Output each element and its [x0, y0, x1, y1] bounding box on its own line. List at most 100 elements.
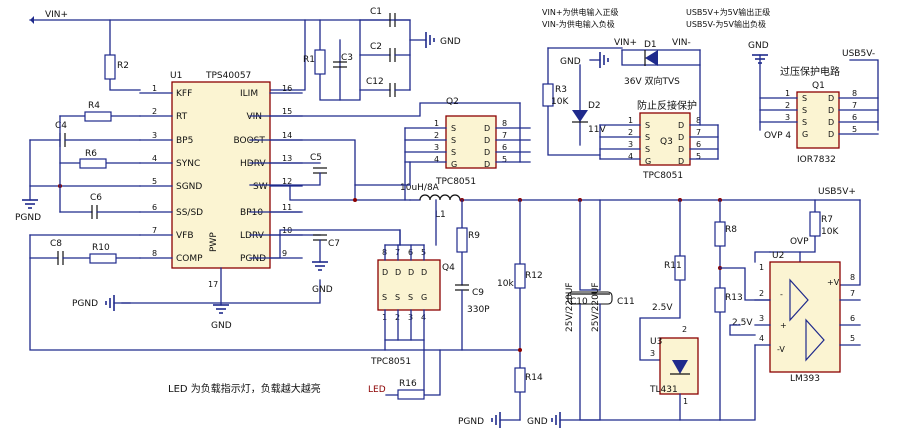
mosfet-pin-number: 2	[628, 128, 633, 137]
u2-ref: U2	[772, 251, 784, 261]
gnd-bottom-label: GND	[527, 417, 548, 427]
c7-gnd-label: GND	[312, 285, 333, 295]
q1-pin-number: 7	[852, 101, 857, 110]
pgnd-left-label: PGND	[15, 213, 41, 223]
r4-label: R4	[88, 101, 100, 111]
vin-note-1: VIN+为供电输入正级	[542, 7, 619, 17]
u2-pin-2: 2	[759, 289, 764, 298]
r6-label: R6	[85, 149, 97, 159]
c6-label: C6	[90, 193, 102, 203]
q4-ref: Q4	[442, 263, 455, 273]
u1-pin-name: RT	[176, 112, 188, 122]
mosfet-pin-number: 1	[434, 119, 439, 128]
u1-pin-number: 14	[282, 131, 292, 140]
led-label: LED	[368, 385, 386, 395]
r2-label: R2	[117, 61, 129, 71]
q1-ovp4: OVP 4	[764, 131, 791, 141]
q2-ref: Q2	[446, 97, 459, 107]
r10-label: R10	[92, 243, 110, 253]
c12-label: C12	[366, 77, 384, 87]
v25-u2-label: 2.5V	[732, 318, 753, 328]
rp-gnd-label: GND	[560, 57, 581, 67]
mosfet-pin-letter: D	[484, 160, 490, 169]
u1-pin-number: 1	[152, 84, 157, 93]
u3-pin-1: 1	[683, 397, 688, 406]
resistor-r7: R7 10K OVP	[769, 199, 839, 269]
v25-u3-label: 2.5V	[652, 303, 673, 313]
mosfet-pin-letter: D	[678, 121, 684, 130]
u2-part: LM393	[790, 374, 820, 384]
mosfet-pin-letter: D	[484, 124, 490, 133]
mosfet-pin-number: 8	[696, 116, 701, 125]
c1-label: C1	[370, 7, 382, 17]
mosfet-pin-letter: D	[395, 268, 401, 277]
mosfet-pin-letter: S	[645, 133, 650, 142]
u1-pin-name: SW	[253, 182, 268, 192]
u2-noninv: +	[780, 321, 787, 330]
l1-value: 10uH/8A	[400, 183, 440, 193]
u2-pin-7: 7	[850, 289, 855, 298]
r12-value: 10k	[497, 279, 514, 289]
mosfet-pin-letter: S	[645, 145, 650, 154]
q1-pin-letter: D	[828, 130, 834, 139]
c4-label: C4	[55, 121, 67, 131]
capacitor-bank: C1 C2 C12 GND	[359, 7, 461, 97]
mosfet-pin-letter: S	[645, 121, 650, 130]
mosfet-pin-letter: G	[645, 157, 651, 166]
mosfet-pin-number: 5	[502, 155, 507, 164]
r14-label: R14	[525, 373, 543, 383]
q1-part: IOR7832	[797, 155, 836, 165]
mosfet-pin-number: 7	[502, 131, 507, 140]
u1-pin-number: 7	[152, 226, 157, 235]
u1-ref: U1	[170, 71, 182, 81]
u1-pin-name: SGND	[176, 182, 202, 192]
u1-pwp: PWP	[209, 232, 219, 252]
usb-note-2: USB5V-为5V输出负极	[686, 19, 766, 29]
u1-pin-number: 11	[282, 203, 292, 212]
mosfet-pin-letter: S	[395, 293, 400, 302]
reverse-protect-title: 防止反接保护	[637, 99, 697, 112]
mosfet-pin-number: 3	[628, 140, 633, 149]
u2-pin-4: 4	[759, 334, 764, 343]
mosfet-pin-number: 5	[696, 152, 701, 161]
r3-label: R3	[555, 85, 567, 95]
q1-pin-letter: S	[802, 94, 807, 103]
c11-label: C11	[617, 297, 635, 307]
inductor-l1: 10uH/8A L1 USB5V+	[400, 183, 861, 286]
u1-pin-name: COMP	[176, 254, 203, 264]
usb5v-plus-label: USB5V+	[818, 187, 856, 197]
u1-right-network: C5 C7 GND	[249, 102, 521, 295]
q1-pin-number: 8	[852, 89, 857, 98]
u1-pin-name: BP5	[176, 136, 193, 146]
u1-pin-name: ILIM	[240, 89, 258, 99]
c11-value: 25V/220UF	[591, 282, 601, 332]
c3-label: C3	[341, 53, 353, 63]
mosfet-pin-letter: D	[484, 136, 490, 145]
u1-pin-name: LDRV	[240, 231, 265, 241]
d1-label: D1	[644, 40, 657, 50]
u1-left-network: R4 C4 R6 C6 PGND C8 R	[15, 101, 521, 351]
q4-part: TPC8051	[370, 357, 411, 367]
mosfet-pin-letter: S	[451, 124, 456, 133]
ic-u2: U2 LM393 +V -V - + 2 3 2.5V 4 1 8 7 6 5	[719, 251, 861, 421]
u1-pin-number: 8	[152, 249, 157, 258]
r1-label: R1	[303, 55, 315, 65]
u2-minusv: -V	[777, 345, 785, 354]
r3-value: 10K	[551, 97, 569, 107]
u3-pin-3: 3	[650, 349, 655, 358]
mosfet-pin-number: 4	[434, 155, 439, 164]
divider-r12-r14: R12 10k R14 PGND	[458, 199, 543, 428]
c10-value: 25V/220UF	[565, 282, 575, 332]
mosfet-pin-letter: G	[451, 160, 457, 169]
u1-pin-number: 6	[152, 203, 157, 212]
mosfet-pin-letter: D	[421, 268, 427, 277]
u2-pin-3: 3	[759, 314, 764, 323]
mosfet-pin-letter: D	[678, 133, 684, 142]
u1-pin-name: HDRV	[240, 159, 266, 169]
snubber-r9-c9: R9 C9 330P	[455, 199, 490, 351]
q1-pin-number: 3	[785, 113, 790, 122]
